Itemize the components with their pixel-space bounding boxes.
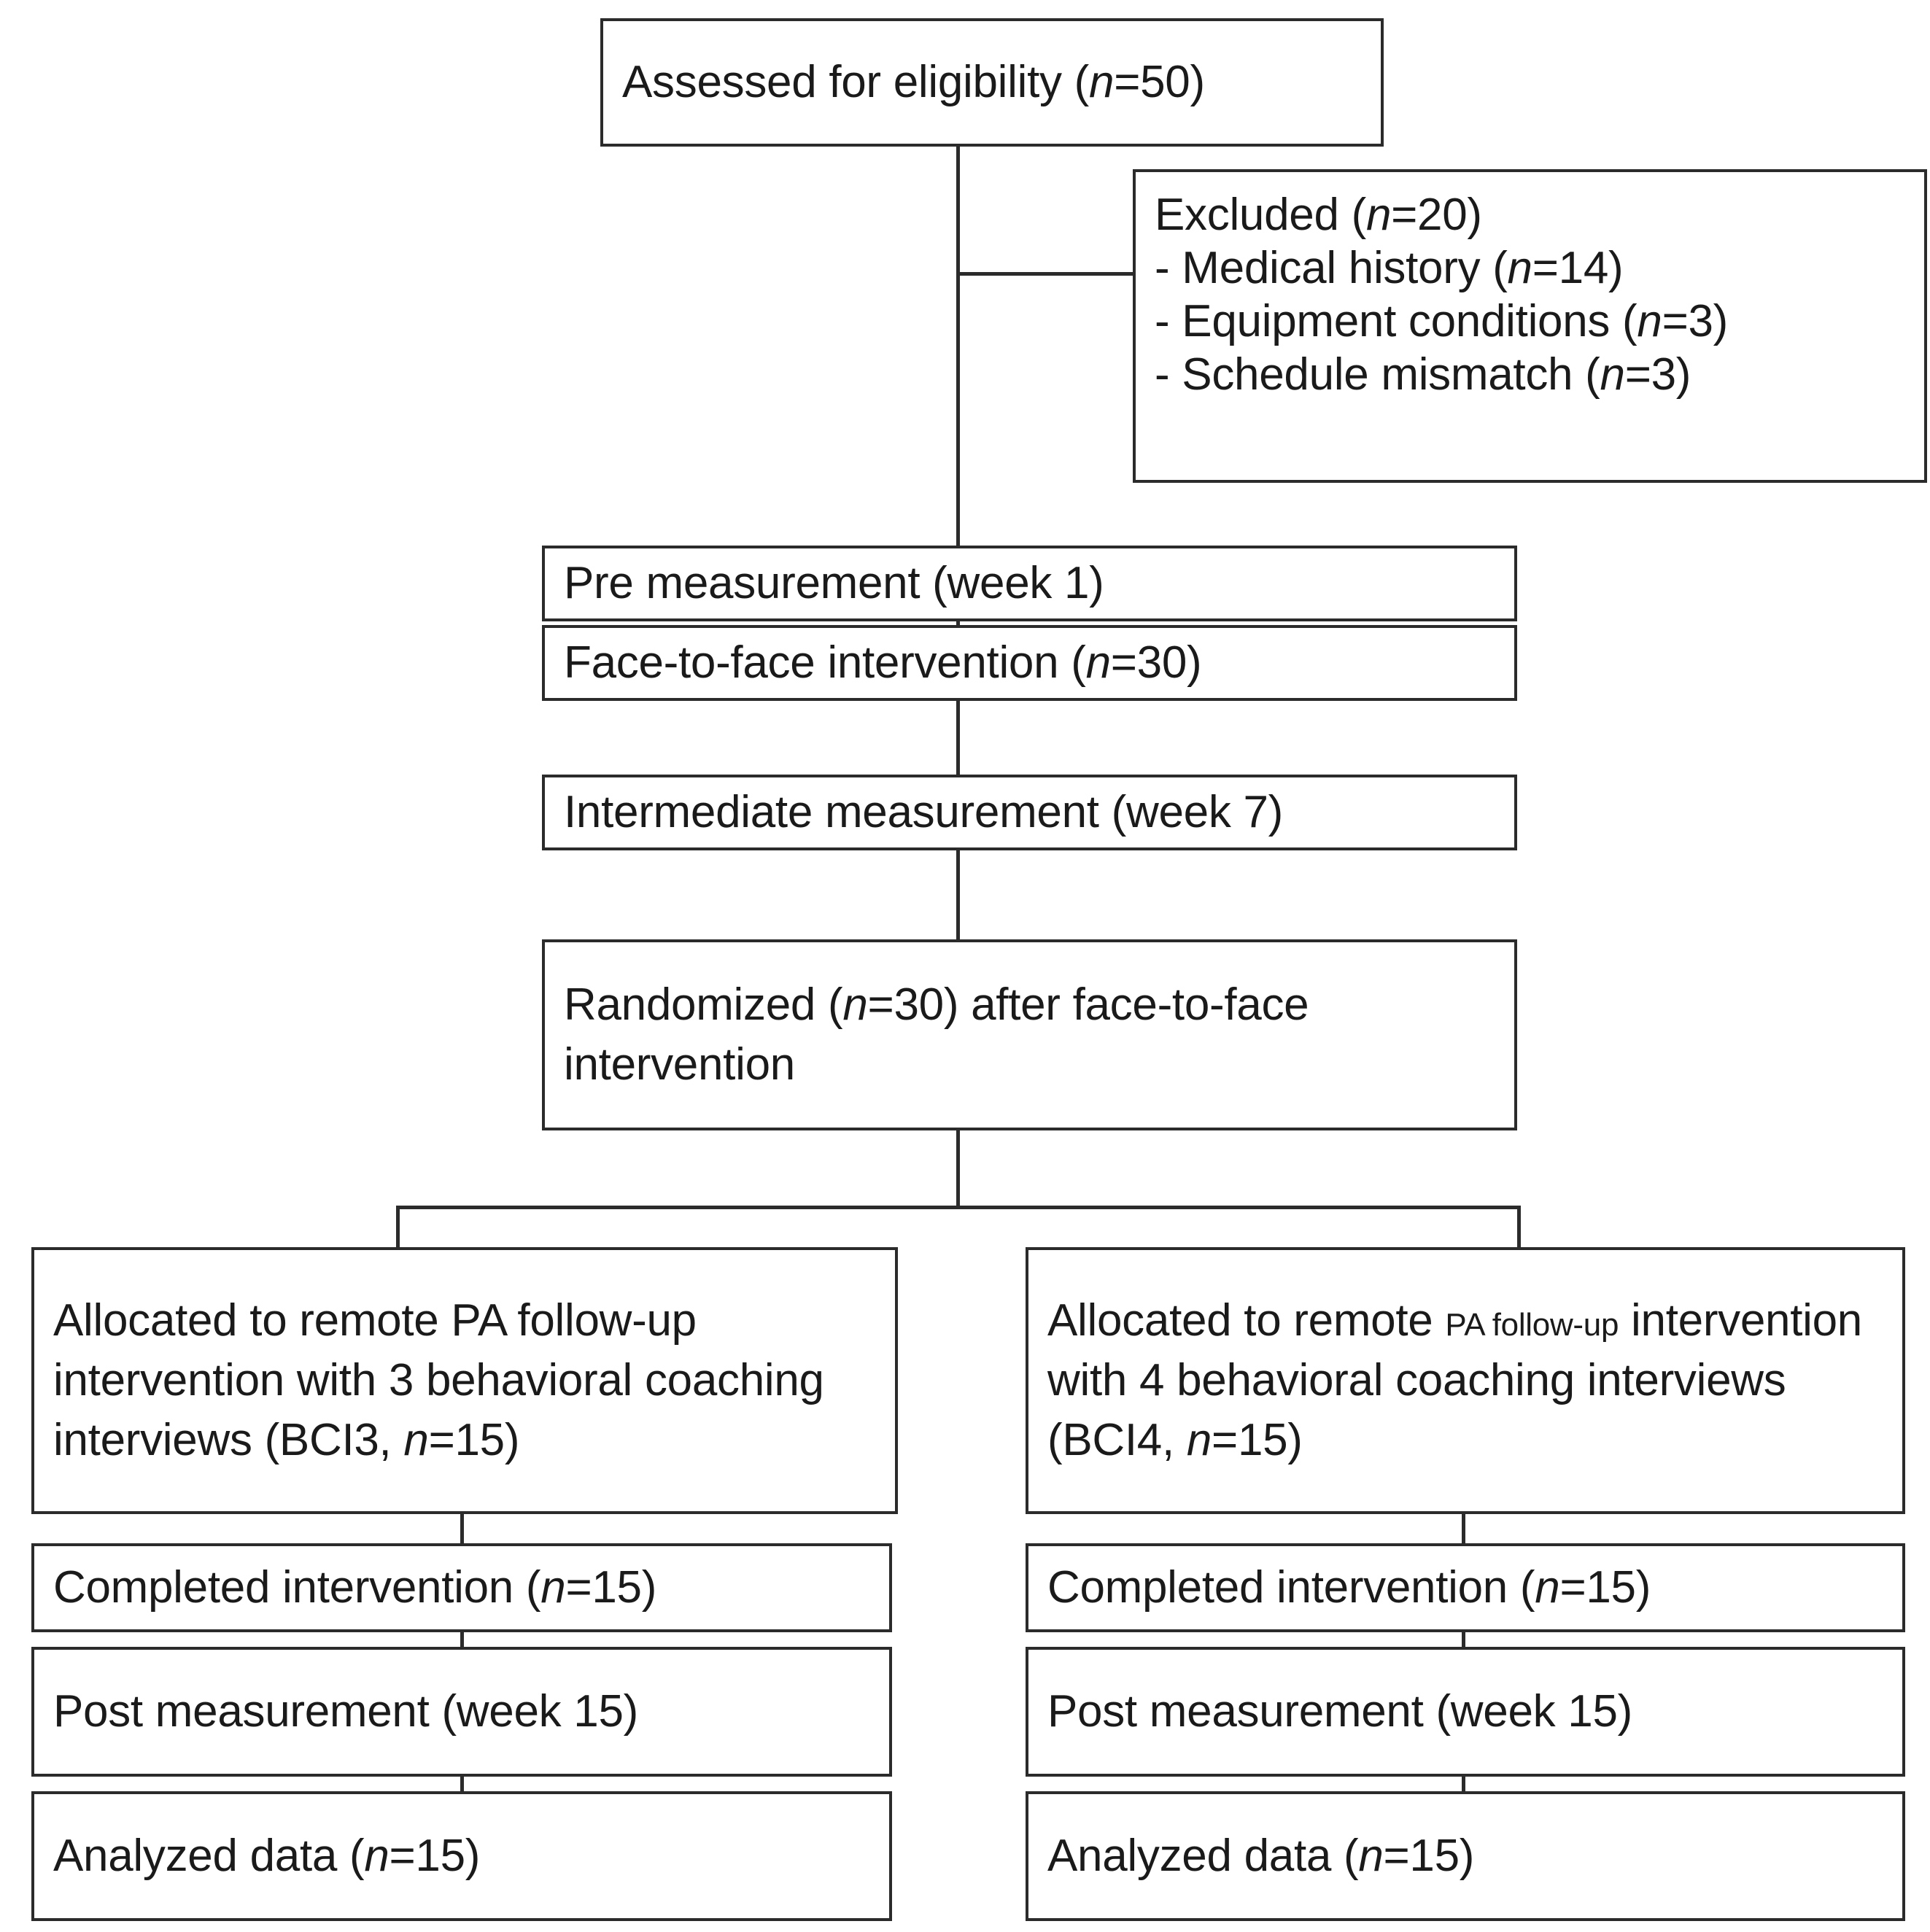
n-symbol: n xyxy=(540,1562,566,1613)
excluded-reason-text: Medical history ( xyxy=(1182,243,1508,294)
excluded-content: Excluded (n=20) - Medical history (n=14)… xyxy=(1155,190,1729,400)
node-completed-intervention-bci3: Completed intervention (n=15) xyxy=(31,1543,892,1632)
post-measurement-bci4-label: Post measurement (week 15) xyxy=(1047,1686,1632,1737)
analyzed-bci4-label: Analyzed data (n=15) xyxy=(1047,1831,1475,1882)
n-symbol: n xyxy=(1085,637,1111,688)
pre-measurement-label: Pre measurement (week 1) xyxy=(564,558,1104,609)
connector-randomized-to-branch xyxy=(956,1128,960,1209)
connector-right-post-to-analyzed xyxy=(1462,1774,1465,1793)
connector-right-completed-to-post xyxy=(1462,1630,1465,1649)
excluded-reason-text: Equipment conditions ( xyxy=(1182,296,1638,347)
completed-bci3-label: Completed intervention (n=15) xyxy=(53,1562,657,1613)
connector-intermediate-to-randomized xyxy=(956,848,960,943)
node-post-measurement-bci4: Post measurement (week 15) xyxy=(1026,1647,1905,1777)
n-symbol: n xyxy=(1507,243,1532,294)
n-symbol: n xyxy=(1365,190,1392,240)
connector-branch-to-left-arm xyxy=(396,1206,400,1251)
n-symbol: n xyxy=(1600,349,1625,400)
n-symbol: n xyxy=(1186,1414,1212,1465)
excluded-reason-bullet: - xyxy=(1155,349,1170,400)
node-excluded: Excluded (n=20) - Medical history (n=14)… xyxy=(1133,169,1927,483)
randomized-label: Randomized (n=30) after face-to-face int… xyxy=(564,979,1322,1090)
node-allocated-bci3: Allocated to remote PA follow-up interve… xyxy=(31,1247,898,1514)
node-analyzed-data-bci3: Analyzed data (n=15) xyxy=(31,1791,892,1921)
node-allocated-bci4: Allocated to remote PA follow-up interve… xyxy=(1026,1247,1905,1514)
node-face-to-face-intervention: Face-to-face intervention (n=30) xyxy=(542,625,1517,701)
completed-bci4-label: Completed intervention (n=15) xyxy=(1047,1562,1651,1613)
n-symbol: n xyxy=(1358,1831,1384,1882)
allocated-bci4-label: Allocated to remote PA follow-up interve… xyxy=(1047,1295,1875,1465)
n-symbol: n xyxy=(403,1414,429,1465)
n-symbol: n xyxy=(842,979,868,1031)
connector-facetoface-to-intermediate xyxy=(956,699,960,779)
n-symbol: n xyxy=(1089,57,1115,108)
connector-right-allocated-to-completed xyxy=(1462,1512,1465,1545)
n-symbol: n xyxy=(364,1831,390,1882)
node-analyzed-data-bci4: Analyzed data (n=15) xyxy=(1026,1791,1905,1921)
excluded-reason-bullet: - xyxy=(1155,296,1170,347)
connector-left-allocated-to-completed xyxy=(460,1512,464,1545)
connector-left-completed-to-post xyxy=(460,1630,464,1649)
connector-branch-to-right-arm xyxy=(1517,1206,1521,1251)
intermediate-measurement-label: Intermediate measurement (week 7) xyxy=(564,787,1283,838)
connector-to-excluded-box xyxy=(956,272,1137,276)
n-symbol: n xyxy=(1637,296,1662,347)
connector-assessed-to-pre xyxy=(956,144,960,550)
node-post-measurement-bci3: Post measurement (week 15) xyxy=(31,1647,892,1777)
analyzed-bci3-label: Analyzed data (n=15) xyxy=(53,1831,481,1882)
excluded-reason-bullet: - xyxy=(1155,243,1170,294)
n-symbol: n xyxy=(1535,1562,1560,1613)
face-to-face-label: Face-to-face intervention (n=30) xyxy=(564,637,1202,688)
post-measurement-bci3-label: Post measurement (week 15) xyxy=(53,1686,638,1737)
node-assessed-for-eligibility: Assessed for eligibility (n=50) xyxy=(600,18,1384,147)
excluded-reason-text: Schedule mismatch ( xyxy=(1182,349,1600,400)
node-pre-measurement: Pre measurement (week 1) xyxy=(542,546,1517,621)
node-randomized: Randomized (n=30) after face-to-face int… xyxy=(542,939,1517,1130)
connector-left-post-to-analyzed xyxy=(460,1774,464,1793)
allocation-branch-bar xyxy=(396,1206,1521,1209)
node-intermediate-measurement: Intermediate measurement (week 7) xyxy=(542,775,1517,850)
allocated-bci3-label: Allocated to remote PA follow-up interve… xyxy=(53,1295,837,1465)
assessed-label: Assessed for eligibility (n=50) xyxy=(622,57,1205,108)
node-completed-intervention-bci4: Completed intervention (n=15) xyxy=(1026,1543,1905,1632)
